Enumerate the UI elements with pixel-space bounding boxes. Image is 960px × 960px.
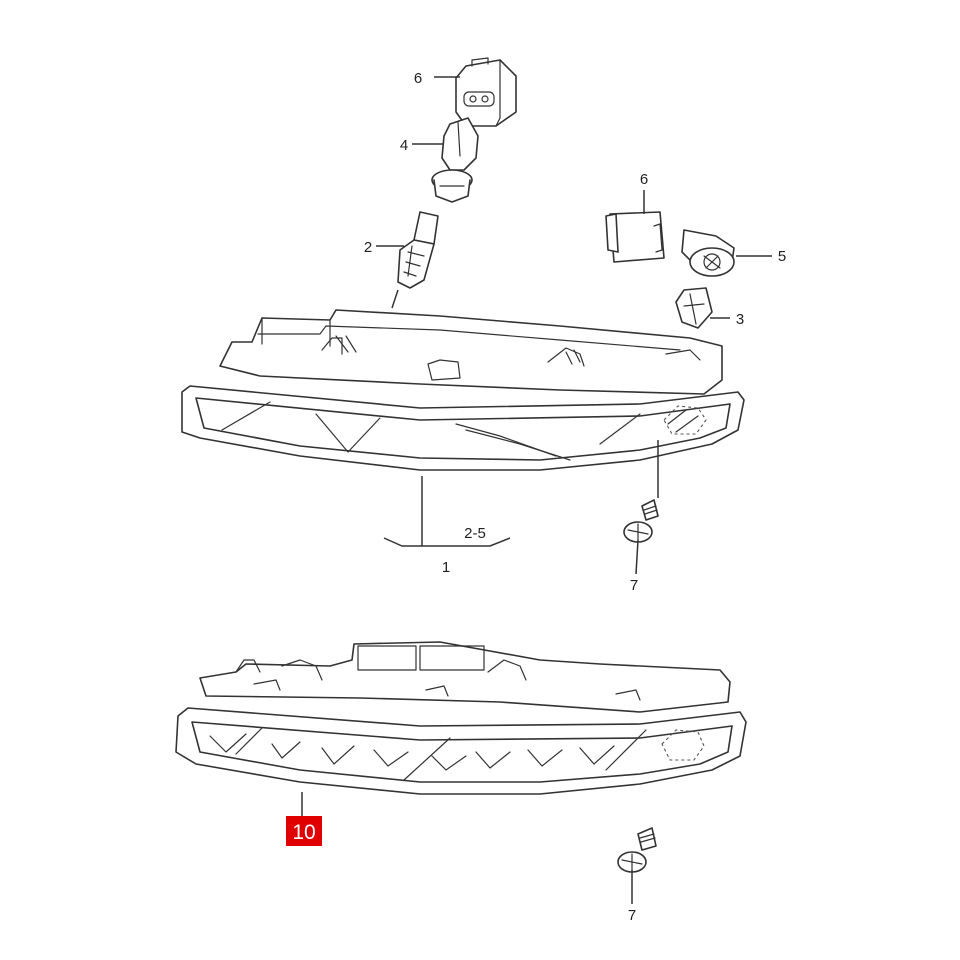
callout-3: 3 xyxy=(736,311,744,328)
callout-4: 4 xyxy=(400,137,408,154)
callout-6-upper: 6 xyxy=(414,70,422,87)
upper-socket xyxy=(431,117,479,203)
callout-2: 2 xyxy=(364,239,372,256)
highlight-label: 10 xyxy=(292,821,315,844)
callout-7-lower: 7 xyxy=(628,907,636,924)
upper-lamp-assembly xyxy=(181,309,745,471)
callout-2-5: 2-5 xyxy=(464,525,486,542)
callout-5: 5 xyxy=(778,248,786,265)
upper-screw xyxy=(623,499,659,543)
right-connector xyxy=(605,211,665,263)
callout-6-right: 6 xyxy=(640,171,648,188)
right-bulb xyxy=(675,287,713,329)
right-socket xyxy=(681,229,735,277)
lower-lamp xyxy=(175,641,747,795)
leader-lines xyxy=(301,76,772,904)
lower-screw xyxy=(617,827,657,873)
callout-1: 1 xyxy=(442,559,450,576)
upper-connector xyxy=(455,57,517,127)
upper-bulb xyxy=(397,211,439,289)
highlight-callout-10: 10 xyxy=(286,816,322,846)
callout-7-upper: 7 xyxy=(630,577,638,594)
